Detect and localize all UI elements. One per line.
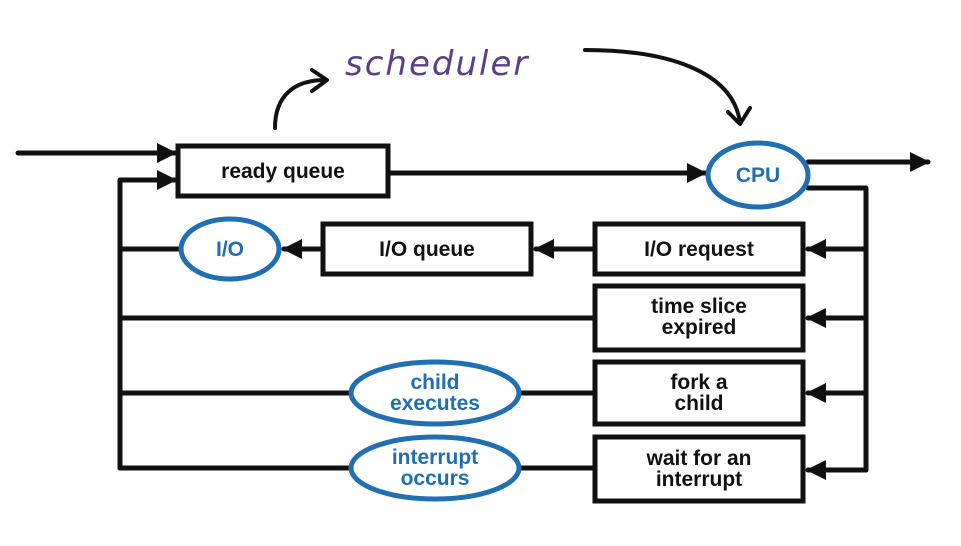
cpu-oval	[705, 140, 811, 210]
child-executes-oval	[348, 359, 522, 427]
ready-queue-box	[175, 143, 391, 199]
return-to-ready-arrow	[117, 170, 178, 471]
io-request-label: I/O request	[644, 238, 754, 261]
scheduler-left-curve-arrow	[273, 78, 327, 130]
scheduler-left-arrowhead	[310, 68, 329, 93]
cpu-label: CPU	[736, 164, 780, 187]
io-oval	[178, 216, 282, 282]
interrupt-occurs-label-line2: occurs	[401, 467, 470, 490]
child-executes-label-line2: executes	[390, 392, 480, 415]
cpu-right-bus	[805, 185, 869, 473]
io-queue-label: I/O queue	[379, 238, 475, 261]
wait-interrupt-label-line2: interrupt	[656, 468, 742, 491]
interrupt-occurs-label-line1: interrupt	[392, 446, 478, 469]
time-slice-box	[592, 283, 806, 353]
io-request-box	[592, 221, 806, 277]
fork-child-label-line1: fork a	[670, 371, 728, 394]
scheduler-label: scheduler	[345, 44, 529, 84]
interrupt-occurs-oval	[348, 434, 522, 502]
connector-lines	[15, 143, 931, 480]
fork-child-label-line2: child	[674, 392, 723, 415]
fork-child-box	[592, 359, 806, 427]
io-queue-box	[320, 221, 534, 277]
scheduler-right-curve-arrow	[583, 48, 742, 124]
scheduler-right-arrowhead	[726, 106, 752, 126]
child-executes-label-line1: child	[410, 371, 459, 394]
wait-interrupt-box	[592, 434, 806, 504]
time-slice-label-line1: time slice	[651, 295, 747, 318]
io-label: I/O	[216, 238, 244, 261]
wait-interrupt-label-line1: wait for an	[645, 447, 751, 470]
ready-queue-label: ready queue	[221, 160, 345, 183]
time-slice-label-line2: expired	[662, 316, 737, 339]
